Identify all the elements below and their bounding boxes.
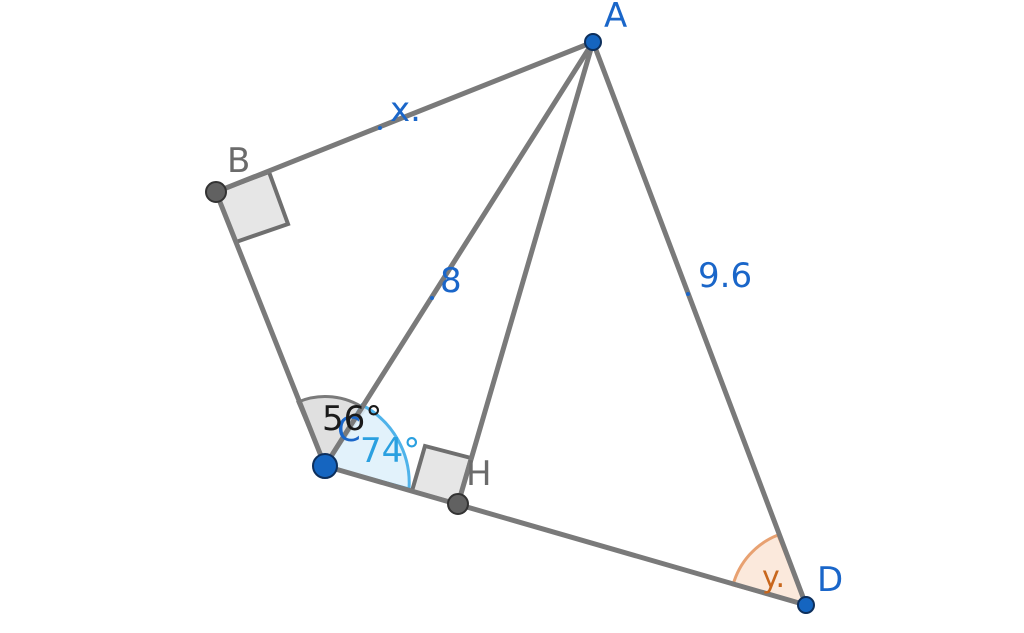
point-c[interactable] [312, 453, 338, 479]
ad-label-anchor [686, 292, 690, 296]
point-b[interactable] [205, 181, 227, 203]
label-b: B [227, 141, 250, 181]
right-angle-b-marker [213, 169, 291, 245]
label-d: D [817, 560, 843, 600]
label-a: A [604, 0, 627, 36]
ac-label-anchor [430, 296, 434, 300]
segment-bc [213, 189, 328, 469]
length-ac-label: 8 [440, 261, 462, 301]
length-ad-label: 9.6 [698, 256, 752, 296]
angle-acd-marker [322, 403, 411, 491]
segment-ah [455, 39, 596, 507]
point-d[interactable] [797, 596, 815, 614]
segment-ad [590, 39, 809, 608]
length-ab-label: x. [390, 90, 421, 130]
label-h: H [466, 454, 492, 494]
angle-acd-label: 74° [360, 431, 420, 471]
angle-d-label: y. [762, 560, 785, 595]
segment-ac [322, 39, 596, 469]
ab-label-anchor [378, 126, 382, 130]
angle-bca-label: 56° [322, 399, 382, 439]
point-h[interactable] [447, 493, 469, 515]
segment-ab [213, 39, 596, 195]
segment-cd [322, 463, 809, 608]
label-c: C [337, 410, 361, 450]
point-a[interactable] [584, 33, 602, 51]
